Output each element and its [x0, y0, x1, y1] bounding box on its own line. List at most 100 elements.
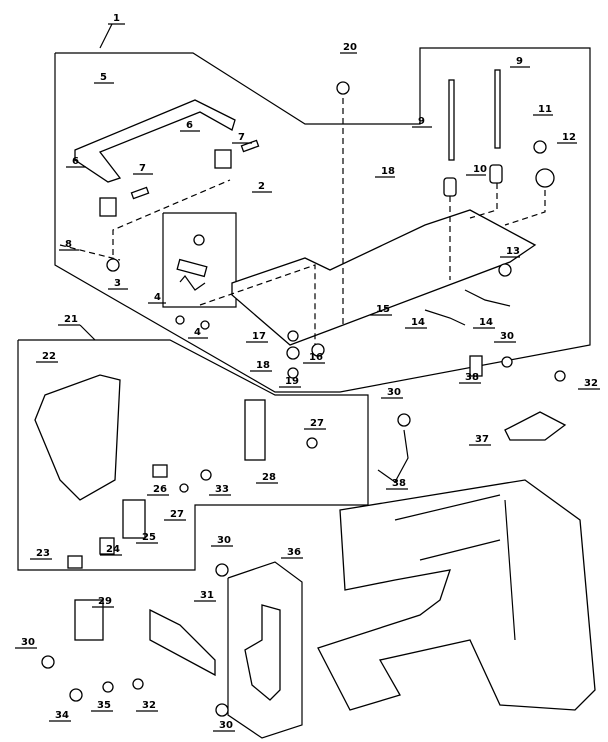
callout: 1 [99, 13, 125, 49]
callout-number: 38 [392, 478, 406, 489]
guide-line [112, 179, 231, 255]
callout-number: 6 [186, 120, 193, 131]
group-1-boundary [54, 47, 591, 393]
screw-part [41, 655, 55, 669]
callout-number: 30 [217, 535, 231, 546]
screw-part [193, 234, 205, 246]
callout-number: 13 [506, 246, 520, 257]
wire-part [179, 275, 206, 291]
callout-number: 14 [411, 317, 425, 328]
callout-number: 32 [584, 378, 598, 389]
screw-part [215, 703, 229, 717]
bracket-part [67, 555, 83, 569]
group-2-boundary [162, 212, 237, 308]
washer-part [535, 168, 555, 188]
callout-number: 7 [139, 163, 146, 174]
guide-line [59, 244, 121, 261]
callout-number: 38 [465, 372, 479, 383]
callout-number: 3 [114, 278, 121, 289]
guide-line [504, 190, 546, 226]
callout-number: 33 [215, 484, 229, 495]
callout-number: 6 [72, 156, 79, 167]
lever-part [176, 258, 208, 278]
guide-line [469, 183, 498, 219]
callout-number: 28 [262, 472, 276, 483]
bracket-part [149, 608, 216, 677]
nut-part [106, 258, 120, 272]
callout-number: 14 [479, 317, 493, 328]
callout-number: 1 [113, 13, 120, 24]
handle-bracket-part [214, 149, 232, 169]
group-36-boundary [227, 561, 303, 739]
callout-number: 27 [310, 418, 324, 429]
nut-part [287, 367, 299, 379]
callout-number: 18 [381, 166, 395, 177]
callout-number: 26 [153, 484, 167, 495]
callout-number: 12 [562, 132, 576, 143]
screw-part [200, 469, 212, 481]
callout-number: 30 [21, 637, 35, 648]
callout-number: 31 [200, 590, 214, 601]
callout-number: 36 [287, 547, 301, 558]
pin-part [130, 186, 150, 200]
clip-part [152, 464, 168, 478]
screw-part [554, 370, 566, 382]
spring-part [424, 309, 466, 326]
screw-part [179, 483, 189, 493]
nut-part [102, 681, 114, 693]
callout-number: 37 [475, 434, 489, 445]
spool-pin-part [494, 69, 501, 149]
machine-arm-detail [394, 494, 516, 641]
callout-number: 4 [154, 292, 161, 303]
screw-part [69, 688, 83, 702]
machine-body-part [317, 479, 596, 711]
callout-number: 34 [55, 710, 69, 721]
handle-bracket-part [99, 197, 117, 217]
plate-part [504, 411, 567, 441]
screw-part [501, 356, 513, 368]
callout-number: 35 [97, 700, 111, 711]
callout-number: 25 [142, 532, 156, 543]
washer-part [286, 346, 300, 360]
spool-pin-part [448, 79, 455, 161]
thread-guide-part [244, 399, 266, 461]
callout-number: 15 [376, 304, 390, 315]
callout-number: 11 [538, 104, 552, 115]
callout-number: 18 [256, 360, 270, 371]
spool-holder-part [489, 164, 503, 184]
label-part [99, 537, 115, 555]
top-cover-part [231, 209, 537, 346]
spacer-part [287, 330, 299, 342]
label-part [122, 499, 146, 539]
callout-number: 10 [473, 164, 487, 175]
callout-number: 22 [42, 351, 56, 362]
callout-number: 2 [258, 181, 265, 192]
screw-part [336, 81, 350, 95]
nut-part [200, 320, 210, 330]
wire-part [377, 429, 409, 483]
nut-part [311, 343, 325, 357]
callout-number: 30 [500, 331, 514, 342]
callout-number: 23 [36, 548, 50, 559]
callout-number: 16 [309, 352, 323, 363]
callout-number: 32 [142, 700, 156, 711]
screw-part [132, 678, 144, 690]
spring-part [464, 289, 511, 307]
callout-number: 30 [387, 387, 401, 398]
callout-number: 19 [285, 376, 299, 387]
screw-part [397, 413, 411, 427]
nut-part [175, 315, 185, 325]
callout-number: 9 [418, 116, 425, 127]
callout-number: 4 [194, 327, 201, 338]
screw-part [533, 140, 547, 154]
callout-number: 20 [343, 42, 357, 53]
guide-line [199, 264, 316, 345]
screw-part [215, 563, 229, 577]
callout-number: 24 [106, 544, 120, 555]
bracket-part [469, 355, 483, 377]
callout-number: 27 [170, 509, 184, 520]
callout-number: 8 [65, 239, 72, 250]
callout-number: 9 [516, 56, 523, 67]
